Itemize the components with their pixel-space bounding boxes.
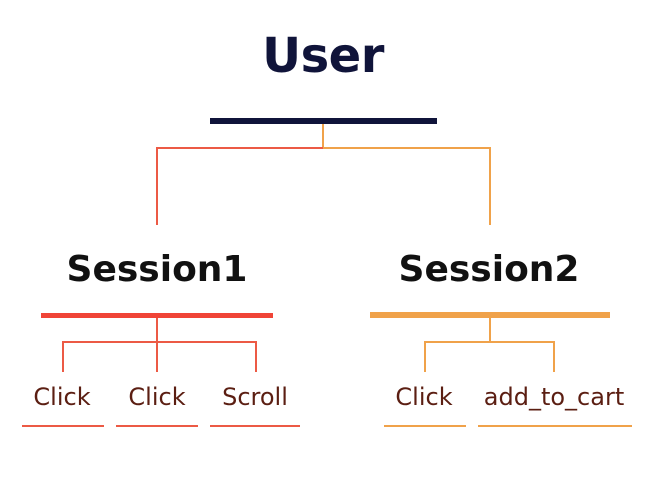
session1-drop-connector — [156, 147, 158, 225]
session2-underline — [370, 312, 610, 318]
root-branch-left-connector — [156, 147, 323, 149]
session1-event-1-label: Click — [33, 383, 91, 411]
session2-event-2-label: add_to_cart — [483, 383, 625, 411]
session1-event2-drop-connector — [156, 341, 158, 372]
root-branch-right-connector — [323, 147, 491, 149]
session1-underline — [41, 313, 273, 318]
session1-event-1-underline — [22, 425, 104, 427]
session2-event2-drop-connector — [553, 341, 555, 372]
session1-event-3-label: Scroll — [222, 383, 288, 411]
session1-branch-connector — [62, 341, 257, 343]
session2-stem-connector — [489, 318, 491, 342]
session1-stem-connector — [156, 318, 158, 342]
session1-event-3-underline — [210, 425, 300, 427]
root-underline — [210, 118, 437, 124]
session1-event-2-label: Click — [128, 383, 186, 411]
session1-event-2-underline — [116, 425, 198, 427]
root-stem-connector — [322, 124, 324, 148]
session2-event-2-underline — [478, 425, 632, 427]
session2-label: Session2 — [398, 249, 580, 290]
session2-event1-drop-connector — [424, 341, 426, 372]
session1-label: Session1 — [66, 249, 248, 290]
session1-event3-drop-connector — [255, 341, 257, 372]
session2-event-1-label: Click — [395, 383, 453, 411]
session1-event1-drop-connector — [62, 341, 64, 372]
session2-event-1-underline — [384, 425, 466, 427]
session2-drop-connector — [489, 147, 491, 225]
session2-branch-connector — [424, 341, 555, 343]
root-node-label: User — [262, 28, 384, 84]
